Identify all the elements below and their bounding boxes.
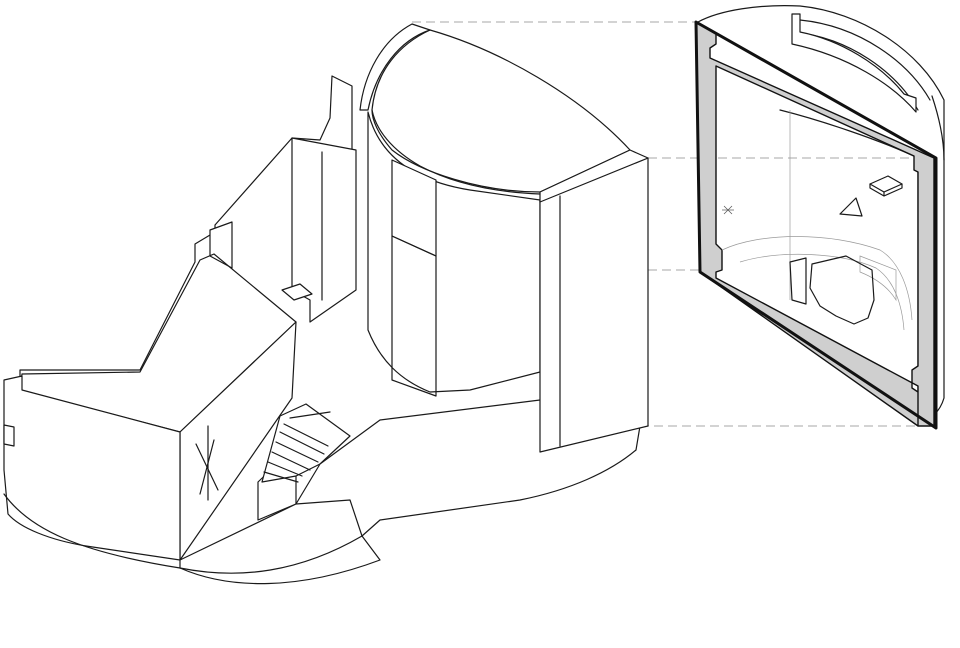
ledge: [281, 283, 313, 301]
section-bench: [859, 255, 897, 302]
section-frame-outer: [694, 20, 938, 430]
right-tall-slab: [539, 157, 649, 453]
left-curved-block: [3, 375, 181, 561]
left-block-band: [3, 493, 181, 569]
side-wall-left: [209, 221, 233, 269]
section-view: [694, 5, 945, 430]
cylinder-roof: [359, 23, 431, 111]
section-cylinder-outline: [697, 5, 945, 427]
base-band-lower: [179, 535, 363, 574]
front-curved-base: [179, 399, 641, 585]
stair-icon: [257, 403, 351, 521]
section-inner-curve: [931, 95, 945, 161]
cross-window-icon: [195, 425, 219, 501]
cylinder-body: [367, 111, 541, 393]
door-panel-lower: [391, 235, 437, 397]
cylinder-roof-rim-right: [539, 149, 649, 203]
section-rim-outer: [799, 19, 931, 101]
section-seat-band: [791, 13, 917, 113]
section-triangle: [839, 197, 863, 217]
left-small-notch: [3, 424, 15, 447]
section-floor-ring-inner: [739, 253, 905, 331]
section-star-icon: [722, 205, 734, 215]
base-inner-edge: [295, 499, 363, 537]
cylinder-roof-rim: [371, 109, 541, 195]
projection-lines: [412, 21, 918, 427]
section-small-block-side: [869, 183, 903, 197]
section-cut-wall: [695, 21, 935, 427]
section-floor-ring: [721, 236, 913, 321]
section-seat-small: [789, 257, 807, 305]
section-seat-large: [809, 255, 875, 325]
building-axonometric: [3, 23, 649, 585]
